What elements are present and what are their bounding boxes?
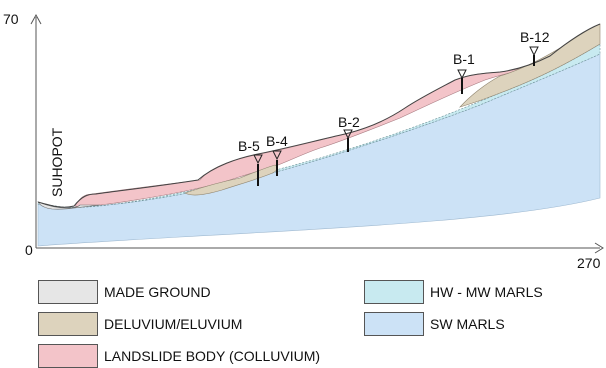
legend: MADE GROUND DELUVIUM/ELUVIUM LANDSLIDE B… [0, 272, 606, 368]
borehole-b4-marker [272, 150, 282, 161]
y-axis-arrow [30, 13, 42, 25]
legend-swatch-deluvium [38, 312, 98, 336]
borehole-b1-label: B-1 [453, 51, 475, 67]
legend-label-deluvium: DELUVIUM/ELUVIUM [104, 316, 243, 332]
legend-label-hw-mw-marls: HW - MW MARLS [430, 284, 543, 300]
legend-swatch-sw-marls [364, 312, 424, 336]
legend-swatch-landslide [38, 344, 98, 368]
borehole-b12-marker [529, 46, 539, 57]
legend-label-made-ground: MADE GROUND [104, 284, 211, 300]
borehole-b12-label: B-12 [520, 29, 550, 45]
borehole-b5: B-5 [238, 138, 263, 186]
x-axis-arrow [594, 242, 604, 254]
borehole-b12: B-12 [520, 29, 550, 66]
suhopot-label: SUHOPOT [49, 127, 65, 197]
ground-surface-line [37, 23, 601, 208]
geological-cross-section: 70 0 270 SUHOPOT B-5 B-4 B-2 B-1 B-12 [3, 11, 604, 271]
made-ground-layer [37, 201, 101, 210]
legend-swatch-hw-mw-marls [364, 280, 424, 304]
borehole-b4: B-4 [266, 133, 288, 176]
y-axis-max-label: 70 [3, 11, 19, 27]
legend-label-landslide: LANDSLIDE BODY (COLLUVIUM) [104, 348, 321, 364]
borehole-b1-marker [457, 69, 467, 80]
borehole-b1: B-1 [453, 51, 475, 94]
x-axis-max-label: 270 [577, 255, 601, 271]
legend-swatch-made-ground [38, 280, 98, 304]
borehole-b2: B-2 [338, 114, 360, 152]
borehole-b2-label: B-2 [338, 114, 360, 130]
borehole-b5-marker [253, 154, 263, 165]
borehole-b5-label: B-5 [238, 138, 260, 154]
legend-label-sw-marls: SW MARLS [430, 316, 505, 332]
y-axis-min-label: 0 [25, 242, 33, 258]
borehole-b2-marker [343, 129, 353, 140]
borehole-b4-label: B-4 [266, 133, 288, 149]
